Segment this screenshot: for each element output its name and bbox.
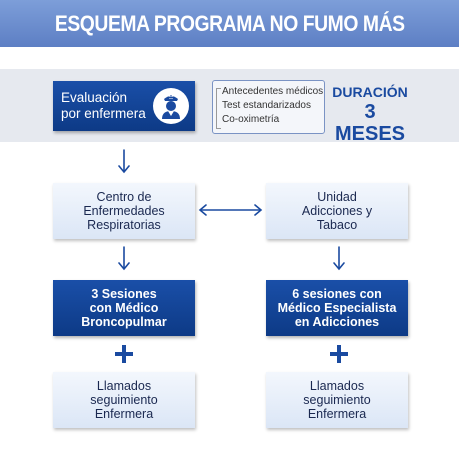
bidirectional-arrow-icon xyxy=(198,204,263,216)
duration-label: DURACIÓN 3 MESES xyxy=(332,84,408,145)
down-arrow-icon xyxy=(333,246,345,271)
left-nurse-calls-box: Llamados seguimiento Enfermera xyxy=(53,372,195,428)
diagram-title: ESQUEMA PROGRAMA NO FUMO MÁS xyxy=(54,10,405,36)
addiction-unit-box: Unidad Adicciones y Tabaco xyxy=(266,183,408,239)
right-nurse-calls-box: Llamados seguimiento Enfermera xyxy=(266,372,408,428)
plus-icon xyxy=(330,345,348,363)
respiratory-center-box: Centro de Enfermedades Respiratorias xyxy=(53,183,195,239)
down-arrow-icon xyxy=(118,149,130,174)
detail-item: Test estandarizados xyxy=(222,100,311,111)
nurse-icon xyxy=(153,88,189,124)
detail-item: Antecedentes médicos xyxy=(222,86,324,97)
plus-icon xyxy=(115,345,133,363)
pulmonologist-sessions-box: 3 Sesiones con Médico Broncopulmar xyxy=(53,280,195,336)
title-bar: ESQUEMA PROGRAMA NO FUMO MÁS xyxy=(0,0,459,47)
evaluation-details: Antecedentes médicos Test estandarizados… xyxy=(212,80,325,134)
bracket-decoration xyxy=(216,88,221,129)
evaluation-label: Evaluación por enfermera xyxy=(61,90,146,121)
down-arrow-icon xyxy=(118,246,130,271)
addiction-specialist-sessions-box: 6 sesiones con Médico Especialista en Ad… xyxy=(266,280,408,336)
detail-item: Co-oximetría xyxy=(222,114,280,125)
